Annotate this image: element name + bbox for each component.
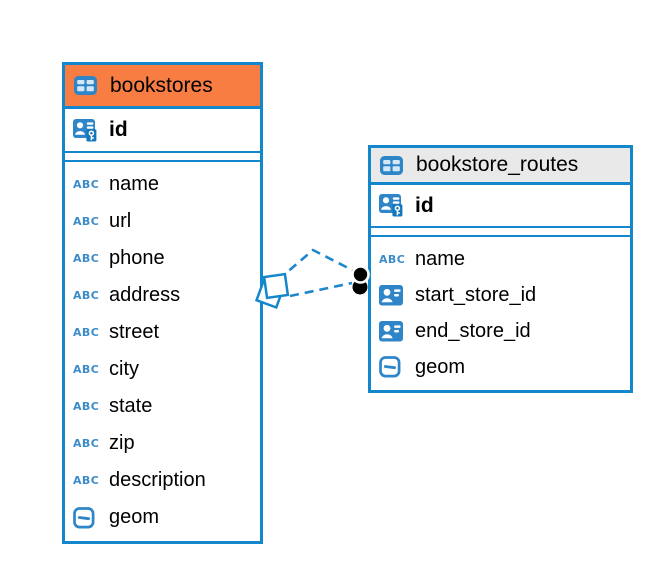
- column-name[interactable]: ABC name: [65, 166, 260, 203]
- reference-icon: [379, 321, 406, 342]
- column-label: id: [415, 193, 434, 217]
- column-label: geom: [415, 355, 466, 378]
- column-label: name: [415, 247, 466, 270]
- table-bookstores[interactable]: bookstores id ABC name ABC url ABC phone…: [62, 62, 263, 544]
- column-id[interactable]: id: [371, 185, 630, 228]
- table-title: bookstore_routes: [416, 153, 579, 176]
- section-divider: [65, 153, 260, 162]
- relationship-line-lower[interactable]: [289, 281, 353, 298]
- column-label: start_store_id: [415, 283, 537, 306]
- column-label: id: [109, 118, 128, 141]
- relationship-line-upper[interactable]: [277, 248, 355, 281]
- column-label: name: [109, 173, 160, 195]
- column-address[interactable]: ABC address: [65, 277, 260, 314]
- column-id[interactable]: id: [65, 109, 260, 153]
- primary-key-icon: [73, 119, 100, 142]
- text-type-icon: ABC: [73, 252, 100, 265]
- column-label: state: [109, 395, 153, 417]
- table-icon: [380, 156, 407, 175]
- column-geom[interactable]: geom: [65, 499, 260, 536]
- column-label: street: [109, 321, 160, 343]
- column-description[interactable]: ABC description: [65, 462, 260, 499]
- text-type-icon: ABC: [73, 400, 100, 413]
- column-street[interactable]: ABC street: [65, 314, 260, 351]
- column-phone[interactable]: ABC phone: [65, 240, 260, 277]
- column-label: end_store_id: [415, 319, 531, 342]
- text-type-icon: ABC: [379, 252, 406, 266]
- column-geom[interactable]: geom: [371, 349, 630, 385]
- column-url[interactable]: ABC url: [65, 203, 260, 240]
- geometry-type-icon: [73, 507, 100, 529]
- column-label: description: [109, 469, 206, 491]
- column-end-store-id[interactable]: end_store_id: [371, 313, 630, 349]
- column-state[interactable]: ABC state: [65, 388, 260, 425]
- section-divider: [371, 228, 630, 237]
- text-type-icon: ABC: [73, 437, 100, 450]
- text-type-icon: ABC: [73, 363, 100, 376]
- column-label: url: [109, 210, 132, 232]
- column-name[interactable]: ABC name: [371, 241, 630, 277]
- column-city[interactable]: ABC city: [65, 351, 260, 388]
- columns-section: ABC name ABC url ABC phone ABC address A…: [65, 162, 260, 541]
- text-type-icon: ABC: [73, 326, 100, 339]
- black-dot-marker[interactable]: [351, 265, 370, 295]
- column-label: geom: [109, 506, 160, 528]
- column-label: phone: [109, 247, 165, 269]
- table-title: bookstores: [110, 73, 213, 97]
- table-bookstores-header[interactable]: bookstores: [65, 65, 260, 109]
- column-label: zip: [109, 432, 135, 454]
- text-type-icon: ABC: [73, 215, 100, 228]
- table-bookstore-routes[interactable]: bookstore_routes id ABC name start_store…: [368, 145, 633, 393]
- column-label: city: [109, 358, 139, 380]
- text-type-icon: ABC: [73, 289, 100, 302]
- reference-icon: [379, 285, 406, 306]
- text-type-icon: ABC: [73, 178, 100, 191]
- column-label: address: [109, 284, 181, 306]
- column-zip[interactable]: ABC zip: [65, 425, 260, 462]
- columns-section: ABC name start_store_id end_store_id geo…: [371, 237, 630, 390]
- geometry-type-icon: [379, 356, 406, 378]
- primary-key-icon: [379, 194, 406, 217]
- table-bookstore-routes-header[interactable]: bookstore_routes: [371, 148, 630, 185]
- column-start-store-id[interactable]: start_store_id: [371, 277, 630, 313]
- table-icon: [74, 76, 101, 95]
- text-type-icon: ABC: [73, 474, 100, 487]
